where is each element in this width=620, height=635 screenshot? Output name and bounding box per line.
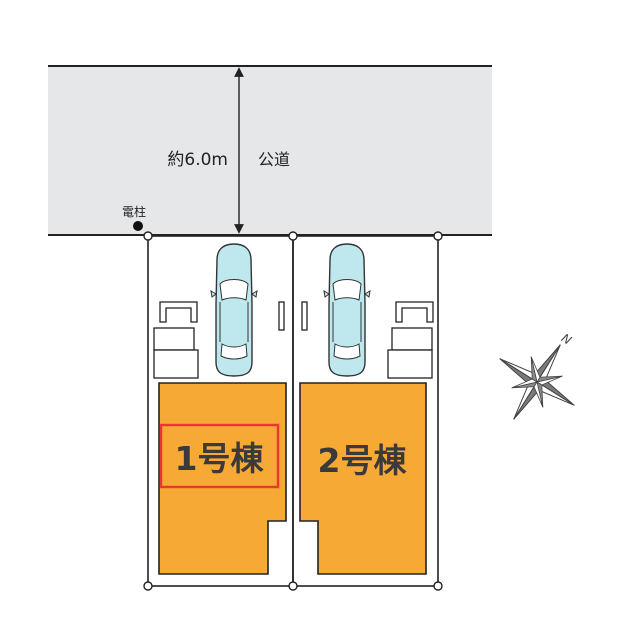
building-1-highlight-box (159, 423, 280, 489)
utility-pole-label: 電柱 (122, 204, 146, 219)
entrance-structure-1 (153, 301, 199, 379)
entrance-structure-2 (387, 301, 434, 379)
building-1-label: 1号棟 (175, 439, 265, 478)
public-road (48, 66, 492, 235)
road-width-label: 約6.0m (167, 150, 228, 170)
lot-boundaries (147, 235, 439, 587)
building-2 (299, 382, 427, 575)
building-2-label: 2号棟 (318, 441, 408, 480)
compass-north-label: N (559, 331, 574, 348)
boundary-markers (143, 231, 443, 591)
parking-car-2 (323, 243, 371, 377)
compass-rose-icon (499, 344, 575, 420)
parking-dividers (278, 301, 308, 331)
parking-car-1 (210, 243, 258, 377)
road-type-label: 公道 (258, 150, 290, 169)
utility-pole-marker (133, 221, 143, 231)
building-1 (158, 382, 287, 575)
